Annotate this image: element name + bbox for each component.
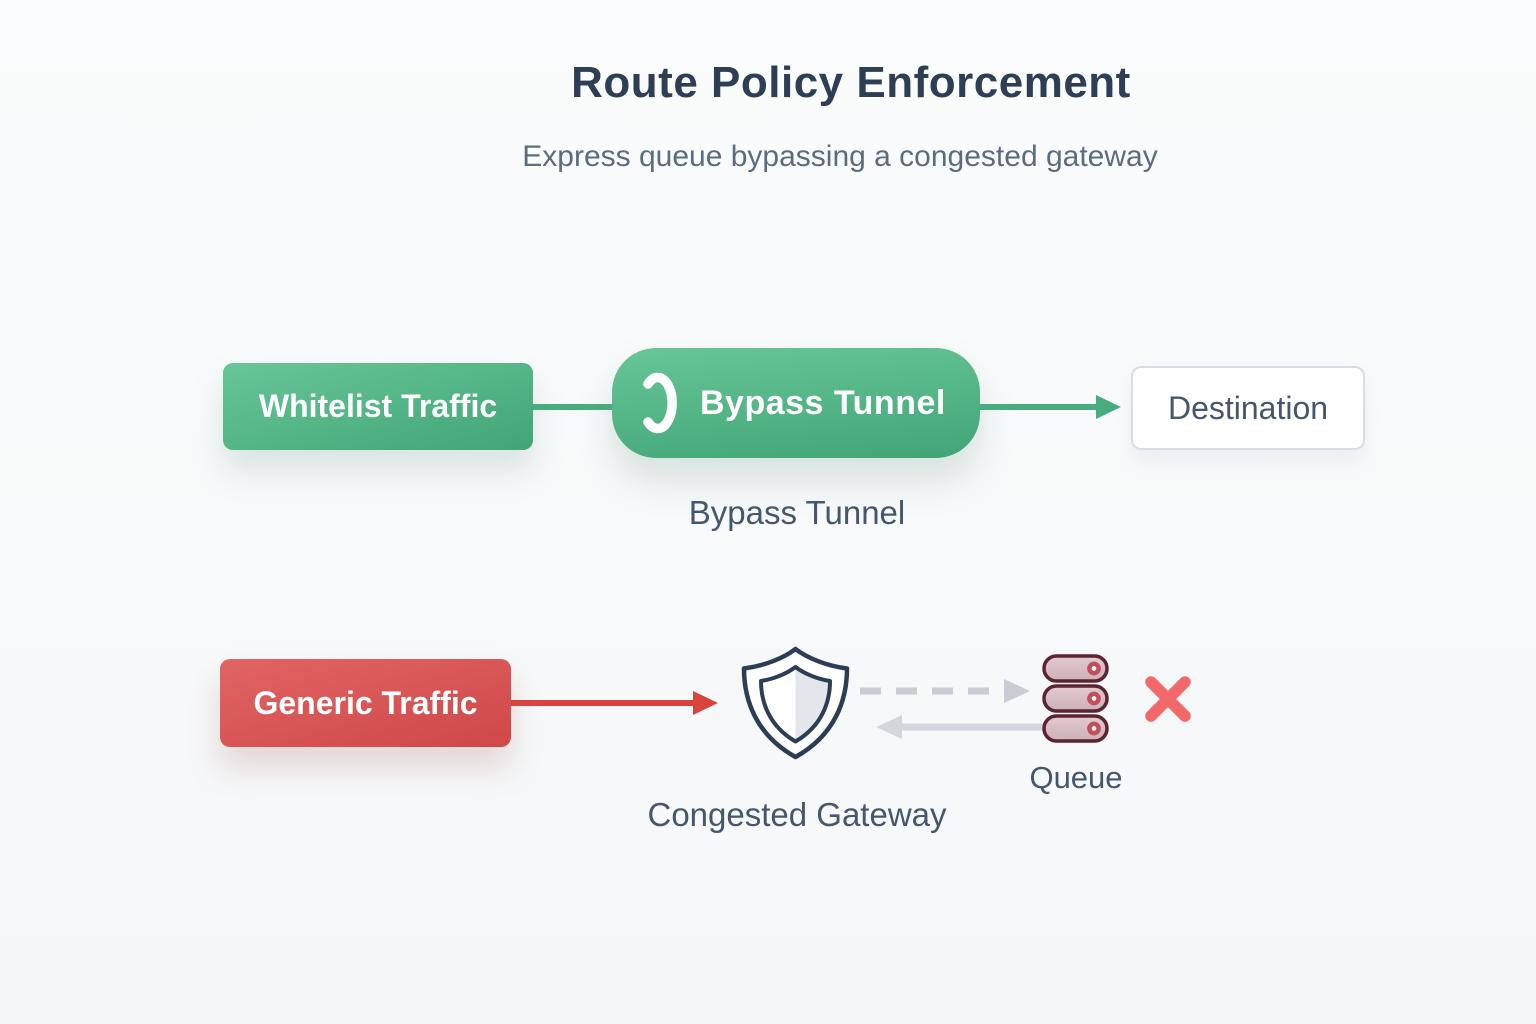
generic-traffic-label: Generic Traffic <box>253 684 478 721</box>
queue-icon <box>1042 654 1109 743</box>
gateway-caption: Congested Gateway <box>647 796 947 833</box>
gateway-to-queue-dashed-arrow <box>860 679 1030 703</box>
shield-icon <box>741 646 850 760</box>
node-bypass-tunnel: Bypass Tunnel <box>612 348 980 458</box>
queue-to-gateway-arrow <box>876 715 1044 739</box>
node-generic-traffic: Generic Traffic <box>220 659 511 747</box>
destination-label: Destination <box>1167 389 1329 426</box>
queue-caption: Queue <box>1029 760 1123 795</box>
page-title: Route Policy Enforcement <box>571 58 1131 107</box>
bypass-tunnel-label: Bypass Tunnel <box>700 383 946 422</box>
node-whitelist-traffic: Whitelist Traffic <box>223 363 533 450</box>
tunnel-icon <box>643 372 677 434</box>
whitelist-traffic-label: Whitelist Traffic <box>258 388 498 424</box>
blocked-x-icon <box>1145 676 1191 722</box>
generic-to-gateway-arrow <box>511 691 718 715</box>
tunnel-to-destination-arrow <box>980 395 1121 419</box>
whitelist-to-tunnel-connector <box>531 404 615 410</box>
page-subtitle: Express queue bypassing a congested gate… <box>522 140 1158 173</box>
node-destination: Destination <box>1131 366 1365 450</box>
tunnel-caption: Bypass Tunnel <box>688 494 906 531</box>
